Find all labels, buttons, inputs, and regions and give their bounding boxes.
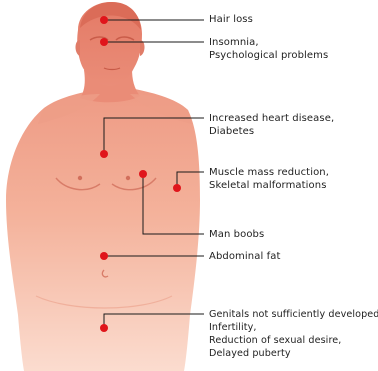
marker-abdominal [100, 252, 108, 260]
marker-genitals [100, 324, 108, 332]
label-line: Abdominal fat [209, 250, 280, 263]
nipple-left [78, 176, 82, 180]
label-heart: Increased heart disease, Diabetes [209, 112, 334, 138]
label-hair-loss: Hair loss [209, 13, 253, 26]
label-line: Man boobs [209, 228, 264, 241]
label-line: Infertility, [209, 321, 378, 334]
marker-hair-loss [100, 16, 108, 24]
marker-heart [100, 150, 108, 158]
label-line: Hair loss [209, 13, 253, 26]
label-line: Reduction of sexual desire, [209, 334, 378, 347]
label-line: Insomnia, [209, 36, 328, 49]
label-abdominal: Abdominal fat [209, 250, 280, 263]
label-man-boobs: Man boobs [209, 228, 264, 241]
label-line: Increased heart disease, [209, 112, 334, 125]
label-line: Skeletal malformations [209, 179, 329, 192]
label-line: Delayed puberty [209, 347, 378, 360]
label-insomnia: Insomnia, Psychological problems [209, 36, 328, 62]
label-line: Genitals not sufficiently developed, [209, 308, 378, 321]
label-line: Muscle mass reduction, [209, 166, 329, 179]
marker-man-boobs [139, 170, 147, 178]
label-muscle: Muscle mass reduction, Skeletal malforma… [209, 166, 329, 192]
nipple-right [126, 176, 130, 180]
label-line: Diabetes [209, 125, 334, 138]
ear-left [76, 40, 81, 56]
label-line: Psychological problems [209, 49, 328, 62]
marker-insomnia [100, 38, 108, 46]
label-genitals: Genitals not sufficiently developed, Inf… [209, 308, 378, 360]
marker-muscle [173, 184, 181, 192]
